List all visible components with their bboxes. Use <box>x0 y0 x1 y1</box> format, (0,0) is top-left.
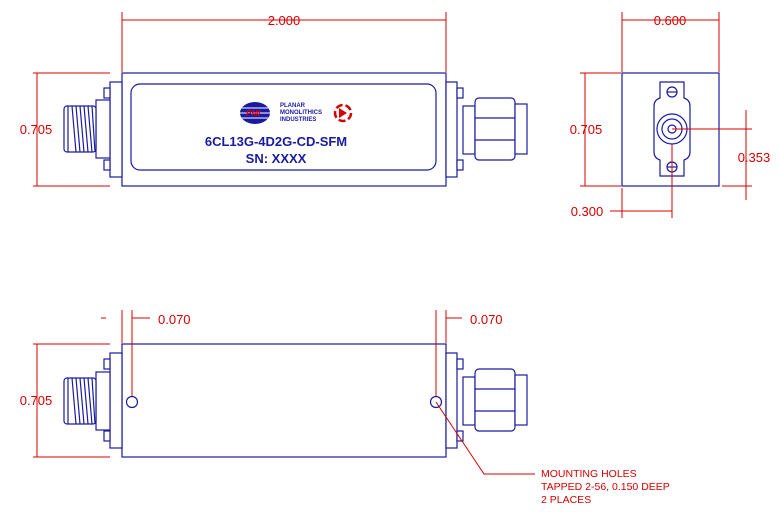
top-length-dimension: 2.000 <box>268 13 301 28</box>
mounting-hole-left <box>125 395 139 409</box>
logo-mark: PMI <box>246 109 261 118</box>
company-line-1: PLANAR <box>280 103 306 109</box>
hole-note-leader <box>435 401 535 475</box>
end-view: 0.600 0.705 0.353 0.300 <box>570 12 771 219</box>
bottom-left-connector <box>63 352 123 449</box>
connector-flange <box>653 81 691 177</box>
bottom-view-body <box>121 343 447 458</box>
end-center-height-dimension: 0.353 <box>738 150 771 165</box>
company-line-3: INDUSTRIES <box>280 117 316 123</box>
end-height-dimension: 0.705 <box>570 122 603 137</box>
label-plate <box>130 83 437 171</box>
part-number: 6CL13G-4D2G-CD-SFM <box>205 134 347 149</box>
left-connector <box>63 81 123 178</box>
hole-note-line-1: MOUNTING HOLES <box>541 468 637 480</box>
mounting-hole-right <box>429 395 443 409</box>
end-center-offset-dimension: 0.300 <box>571 204 604 219</box>
top-height-dimension: 0.705 <box>20 122 53 137</box>
pmi-logo: PMI PLANAR MONOLITHICS INDUSTRIES <box>240 102 353 124</box>
company-line-2: MONOLITHICS <box>280 110 322 116</box>
bottom-height-dimension: 0.705 <box>20 393 53 408</box>
bottom-view: 0.070 0.070 0.705 MOUNTING HOLES TAPPED … <box>20 310 670 506</box>
right-connector <box>445 81 528 178</box>
left-hole-offset-dimension: 0.070 <box>158 312 191 327</box>
bottom-right-connector <box>445 352 528 449</box>
top-view: PMI PLANAR MONOLITHICS INDUSTRIES 6CL13G… <box>20 12 528 187</box>
right-hole-offset-dimension: 0.070 <box>470 312 503 327</box>
end-width-dimension: 0.600 <box>654 13 687 28</box>
hole-note-line-2: TAPPED 2-56, 0.150 DEEP <box>541 481 670 493</box>
serial-number: SN: XXXX <box>246 151 307 166</box>
hole-note-line-3: 2 PLACES <box>541 494 591 506</box>
top-view-body <box>121 72 447 187</box>
